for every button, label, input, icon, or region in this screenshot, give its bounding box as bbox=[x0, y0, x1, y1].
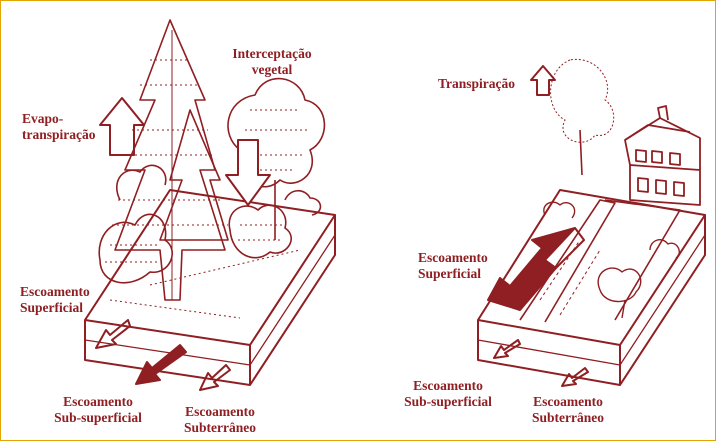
evapotranspiration-label: Evapo- transpiração bbox=[22, 111, 96, 143]
left-subsurface-runoff-label: Escoamento Sub-superficial bbox=[48, 394, 148, 426]
right-groundwater-runoff-line-2: Subterrâneo bbox=[518, 410, 618, 426]
sparse-tree bbox=[551, 59, 614, 175]
transpiration-arrow bbox=[531, 66, 555, 95]
left-groundwater-runoff-line-1: Escoamento bbox=[170, 404, 270, 420]
left-subsurface-runoff-line-1: Escoamento bbox=[48, 394, 148, 410]
left-subsurface-runoff-arrow bbox=[136, 345, 186, 384]
right-surface-runoff-line-1: Escoamento bbox=[418, 250, 488, 266]
interception-label: Interceptação vegetal bbox=[222, 46, 322, 78]
right-subsurface-runoff-line-2: Sub-superficial bbox=[398, 394, 498, 410]
left-groundwater-runoff-line-2: Subterrâneo bbox=[170, 420, 270, 436]
evapotranspiration-line-2: transpiração bbox=[22, 127, 96, 143]
forest-foliage-texture bbox=[105, 60, 310, 318]
right-subsurface-arrow bbox=[494, 340, 520, 358]
right-surface-runoff-label: Escoamento Superficial bbox=[418, 250, 488, 282]
evapotranspiration-arrow bbox=[100, 98, 144, 155]
right-groundwater-runoff-line-1: Escoamento bbox=[518, 394, 618, 410]
evapotranspiration-line-1: Evapo- bbox=[22, 111, 96, 127]
left-surface-runoff-line-2: Superficial bbox=[20, 300, 90, 316]
interception-arrow bbox=[226, 140, 270, 205]
right-groundwater-runoff-label: Escoamento Subterrâneo bbox=[518, 394, 618, 426]
right-subsurface-runoff-line-1: Escoamento bbox=[398, 378, 498, 394]
transpiration-label: Transpiração bbox=[438, 76, 515, 92]
left-surface-runoff-line-1: Escoamento bbox=[20, 284, 90, 300]
interception-line-1: Interceptação bbox=[222, 46, 322, 62]
right-surface-runoff-arrow bbox=[488, 228, 575, 310]
right-surface-runoff-line-2: Superficial bbox=[418, 266, 488, 282]
interception-line-2: vegetal bbox=[222, 62, 322, 78]
house bbox=[625, 106, 700, 205]
right-subsurface-runoff-label: Escoamento Sub-superficial bbox=[398, 378, 498, 410]
left-surface-runoff-label: Escoamento Superficial bbox=[20, 284, 90, 316]
left-subsurface-runoff-line-2: Sub-superficial bbox=[48, 410, 148, 426]
left-groundwater-runoff-label: Escoamento Subterrâneo bbox=[170, 404, 270, 436]
left-soil-block bbox=[85, 190, 335, 385]
